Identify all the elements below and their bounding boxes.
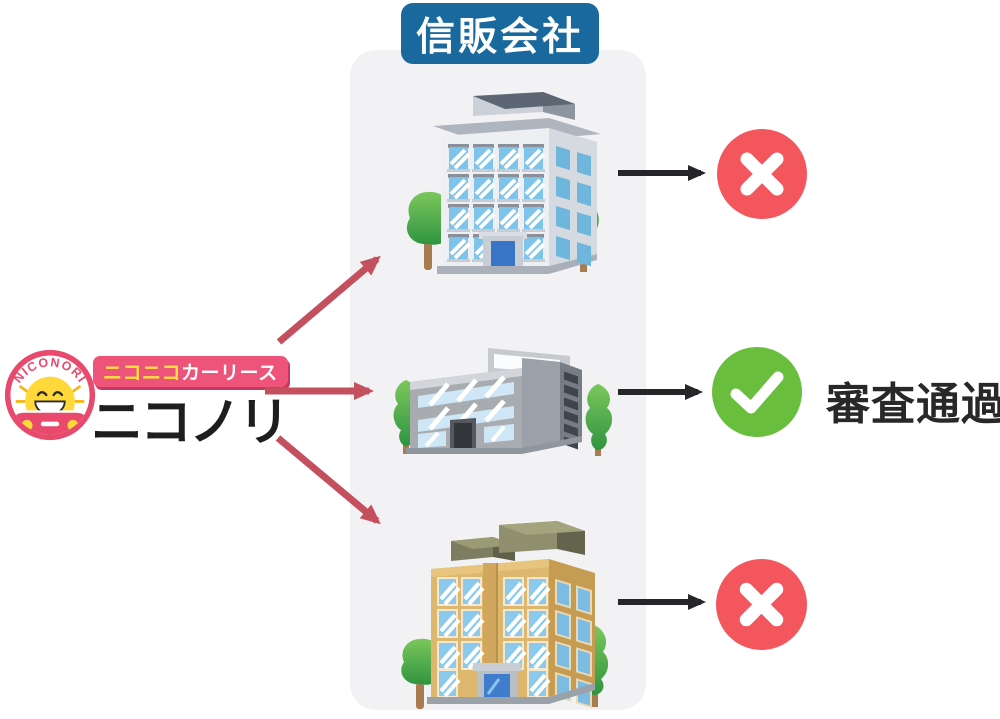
tree-icon [585,384,613,456]
brand-logo: NICONORI [0,340,290,452]
gray-highrise-building-icon [406,92,601,274]
check-circle-icon [712,347,802,437]
tan-highrise-building-icon [401,521,608,709]
gray-office-building-icon [393,348,613,456]
tree-icon [406,191,453,270]
brand-tagline-pill: ニコニコカーリース [93,356,288,387]
approved-label: 審査通過 [826,380,1000,429]
cross-circle-icon [716,559,807,650]
brand-name: ニコノリ [91,394,290,452]
brand-tagline-rest: カーリース [181,363,278,384]
brand-tagline-highlight: ニコニコ [103,363,182,384]
building-shape [406,348,582,454]
panel-title-label: 信販会社 [415,15,584,59]
building-shape [433,92,601,274]
panel-title-badge: 信販会社 [401,3,599,64]
cross-circle-icon [717,129,807,219]
building-shape [427,521,595,709]
niconori-badge-icon: NICONORI [4,349,96,441]
